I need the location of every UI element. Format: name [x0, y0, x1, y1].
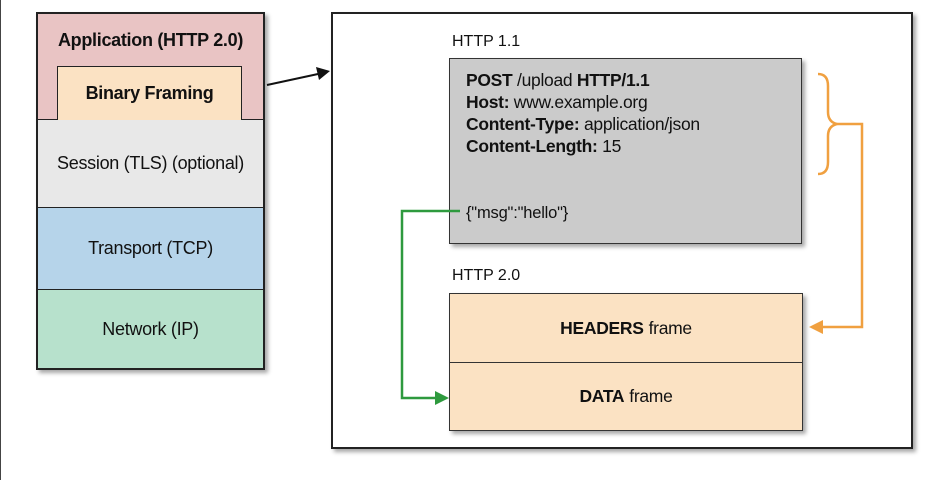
headers-brace: [817, 72, 838, 176]
request-body: {"msg":"hello"}: [466, 204, 569, 222]
request-line: POST /upload HTTP/1.1: [466, 69, 785, 91]
binary-framing-label: Binary Framing: [85, 83, 214, 103]
body-to-data-arrow: [400, 209, 460, 405]
http11-label: HTTP 1.1: [452, 33, 521, 50]
network-layer: Network (IP): [38, 290, 263, 368]
headers-frame-type: HEADERS: [560, 317, 644, 338]
content-length-header-value: 15: [597, 136, 622, 156]
content-type-header-name: Content-Type:: [466, 114, 580, 134]
content-type-header-value: application/json: [579, 114, 700, 134]
host-header-name: Host:: [466, 92, 510, 112]
session-layer-label: Session (TLS) (optional): [57, 153, 244, 173]
headers-frame-suffix: frame: [648, 317, 693, 338]
data-frame-type: DATA: [579, 385, 625, 406]
protocol-stack: Application (HTTP 2.0) Binary Framing Se…: [36, 12, 265, 370]
content-length-header-line: Content-Length: 15: [466, 135, 785, 157]
transport-layer-label: Transport (TCP): [88, 238, 213, 258]
host-header-value: www.example.org: [509, 92, 648, 112]
http11-request: POST /upload HTTP/1.1 Host: www.example.…: [449, 58, 802, 244]
request-path: /upload: [512, 70, 577, 90]
session-layer: Session (TLS) (optional): [38, 120, 263, 208]
content-type-header-line: Content-Type: application/json: [466, 113, 785, 135]
data-frame-suffix: frame: [629, 385, 673, 406]
request-protocol: HTTP/1.1: [576, 70, 650, 90]
request-method: POST: [466, 70, 513, 90]
transport-layer: Transport (TCP): [38, 208, 263, 290]
headers-brace-arrow: [809, 72, 864, 334]
binary-framing-layer: Binary Framing: [57, 66, 242, 120]
network-layer-label: Network (IP): [102, 318, 199, 339]
page-left-border: [0, 0, 1, 480]
host-header-line: Host: www.example.org: [466, 91, 785, 113]
application-layer-label: Application (HTTP 2.0): [57, 30, 244, 50]
stack-to-panel-arrow: [266, 67, 330, 86]
http20-label: HTTP 2.0: [452, 267, 521, 284]
content-length-header-name: Content-Length:: [466, 136, 598, 156]
